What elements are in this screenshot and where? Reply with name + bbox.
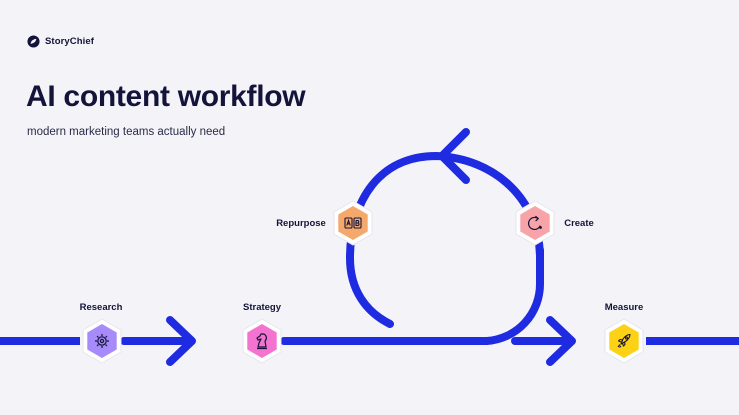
step-strategy-node [242, 318, 282, 364]
rocket-icon [617, 333, 631, 348]
brand: StoryChief [27, 35, 94, 48]
chess-knight-icon [256, 333, 267, 350]
step-label-measure: Measure [604, 302, 644, 313]
step-label-strategy: Strategy [242, 302, 282, 313]
step-label-research: Research [79, 302, 123, 313]
flow-arrow-loop-measure [546, 316, 576, 366]
flow-lines [0, 128, 739, 366]
page-title: AI content workflow [26, 80, 306, 113]
flow-line-strategy-loop [280, 246, 545, 345]
ab-swap-icon [344, 217, 362, 229]
step-label-create: Create [564, 218, 594, 229]
page-subtitle: modern marketing teams actually need [27, 126, 226, 138]
step-create-node [515, 200, 555, 246]
brand-name: StoryChief [45, 36, 95, 47]
cycle-arrow-icon [528, 215, 542, 230]
flow-arrow-research-strategy [166, 316, 196, 366]
step-label-repurpose: Repurpose [276, 218, 326, 229]
step-repurpose-node [333, 200, 373, 246]
storychief-logo-icon [27, 35, 40, 48]
step-measure-node [604, 318, 644, 364]
gear-icon [95, 334, 109, 348]
flow-loop-circle [346, 152, 544, 328]
step-research-node [82, 318, 122, 364]
flow-loop-arrowhead [438, 128, 470, 184]
